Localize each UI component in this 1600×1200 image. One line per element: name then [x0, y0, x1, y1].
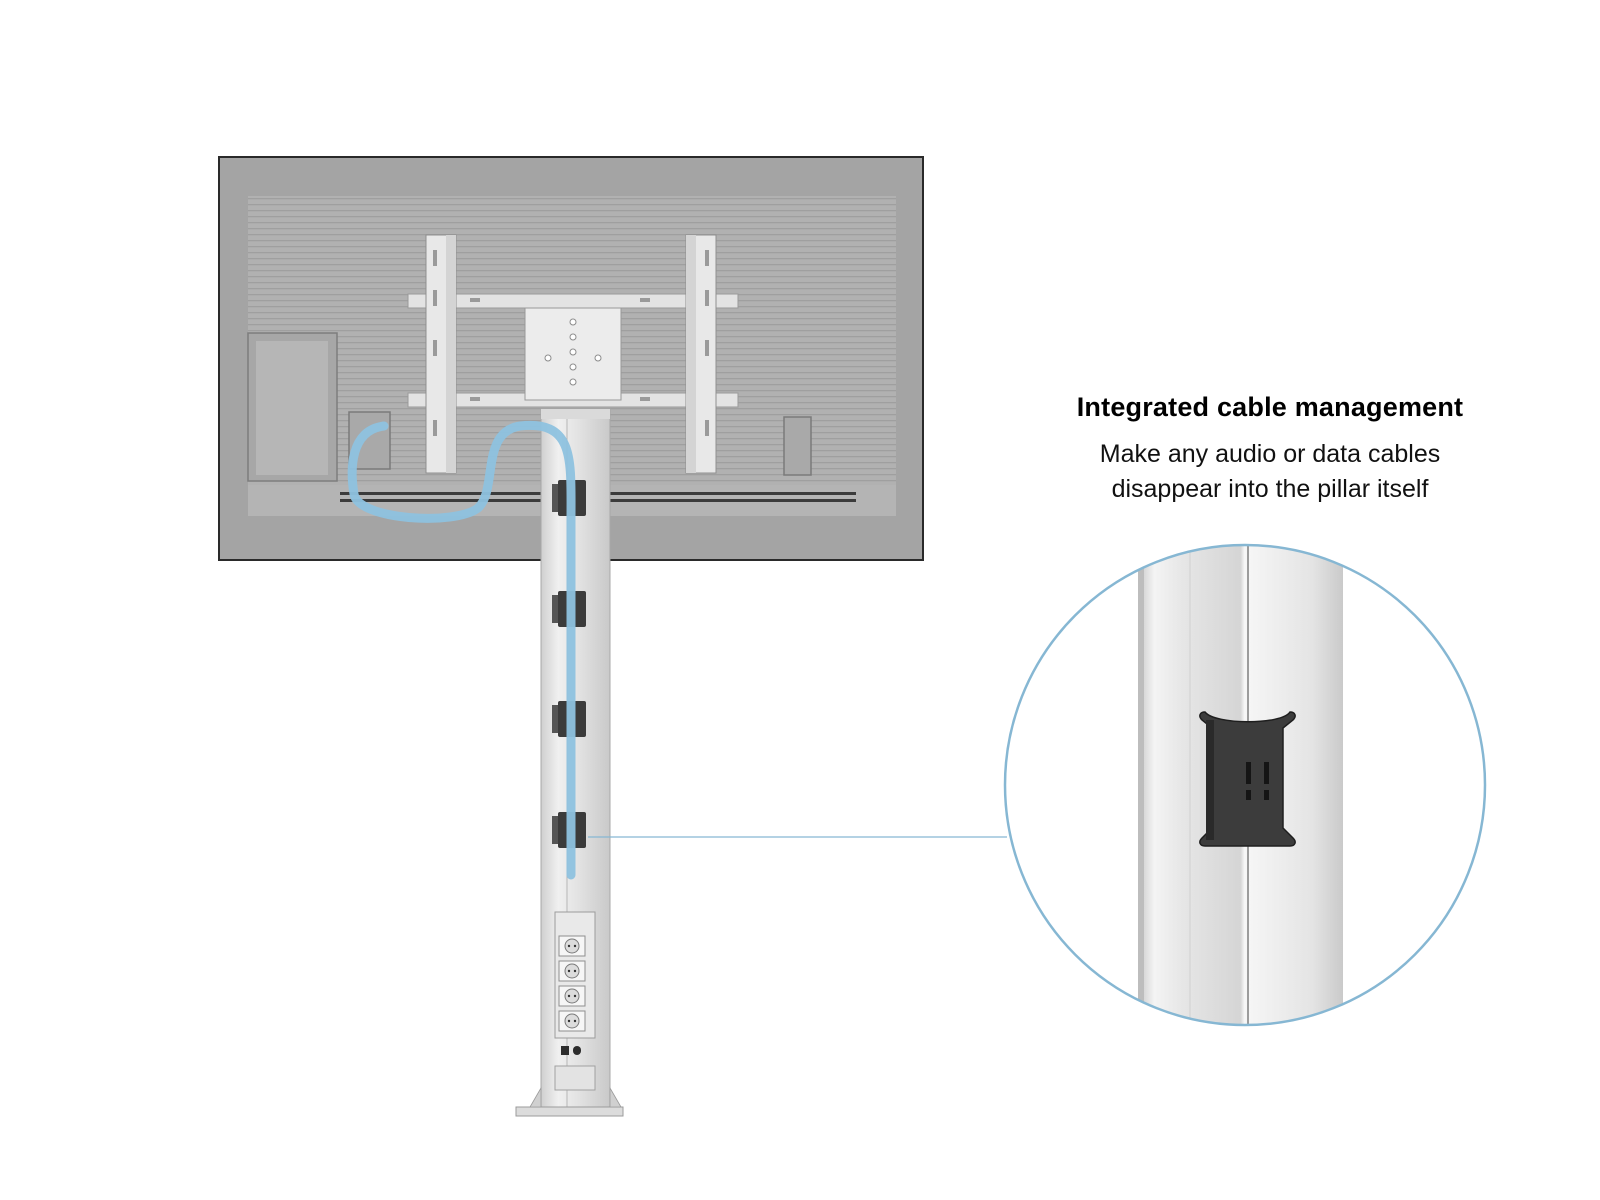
bracket-slots	[433, 250, 709, 436]
caption-title: Integrated cable management	[1076, 392, 1464, 422]
power-socket-icon	[558, 935, 586, 957]
cable-clip-icon	[1199, 711, 1296, 847]
base-plate	[515, 1106, 624, 1117]
pillar-lower-panel	[554, 1065, 596, 1091]
switch-icon	[561, 1046, 581, 1055]
base-gusset-right	[609, 1086, 622, 1108]
vesa-bracket	[407, 234, 739, 474]
power-socket-icon	[558, 1010, 586, 1032]
bracket-arm-left-lip	[446, 235, 456, 473]
pillar-top-cap	[541, 409, 610, 419]
zoom-ring	[1003, 543, 1487, 1027]
cable-route	[347, 420, 576, 880]
caption-line-2: disappear into the pillar itself	[1111, 475, 1429, 503]
mount-plate-holes	[544, 318, 602, 386]
caption-block: Integrated cable management Make any aud…	[1020, 392, 1520, 507]
input-bay-inner	[256, 341, 328, 475]
caption-line-1: Make any audio or data cables	[1099, 440, 1441, 468]
base-gusset-left	[529, 1086, 542, 1108]
zoom-bubble	[1003, 543, 1487, 1027]
power-socket-icon	[558, 985, 586, 1007]
power-sockets	[558, 935, 586, 1032]
zoom-pillar-shadow-left	[1138, 545, 1144, 1025]
connector-port-right	[783, 416, 812, 476]
caption-body: Make any audio or data cables disappear …	[1020, 437, 1520, 507]
bracket-arm-right-lip	[686, 235, 696, 473]
power-socket-icon	[558, 960, 586, 982]
